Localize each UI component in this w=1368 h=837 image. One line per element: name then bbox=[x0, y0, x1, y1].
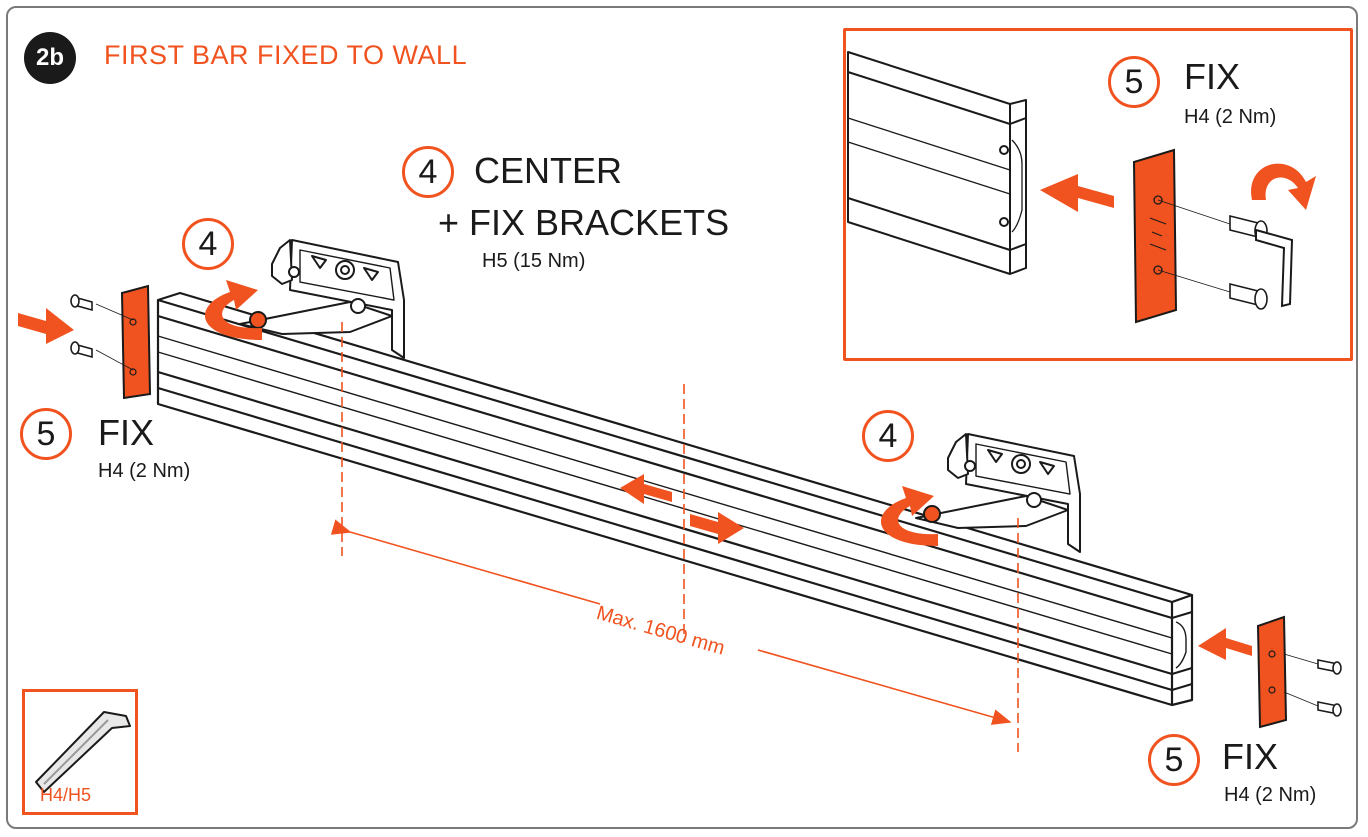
center-left-arrow bbox=[620, 474, 672, 504]
left-fix-label: FIX bbox=[98, 412, 155, 453]
guide-lines bbox=[341, 322, 1019, 752]
center-step-torque: H5 (15 Nm) bbox=[482, 250, 586, 272]
left-fix-number: 5 bbox=[20, 408, 72, 460]
left-bracket-step-number: 4 bbox=[182, 218, 234, 270]
center-step-line1: CENTER bbox=[474, 150, 623, 191]
inset-hex-key bbox=[1255, 228, 1294, 308]
dimension-line bbox=[330, 519, 1012, 725]
right-screws bbox=[1283, 653, 1342, 717]
tool-label: H4/H5 bbox=[40, 785, 92, 805]
left-screws bbox=[70, 294, 134, 371]
right-bracket-step-number: 4 bbox=[862, 410, 914, 462]
rail-bar bbox=[156, 291, 1194, 707]
left-rotation-arrow bbox=[204, 280, 262, 340]
right-bracket bbox=[915, 433, 1081, 553]
inset-fix-torque: H4 (2 Nm) bbox=[1184, 106, 1277, 128]
inset-detail-box bbox=[843, 28, 1353, 361]
center-right-arrow bbox=[690, 512, 744, 544]
right-rotation-arrow bbox=[880, 486, 938, 546]
left-bracket bbox=[239, 239, 405, 359]
inset-rotation-arrow bbox=[1251, 163, 1316, 210]
step-title: FIRST BAR FIXED TO WALL bbox=[104, 40, 468, 70]
tool-box bbox=[22, 689, 138, 815]
right-end-cap bbox=[1256, 615, 1288, 729]
right-fix-torque: H4 (2 Nm) bbox=[1224, 784, 1317, 806]
diagram-frame bbox=[6, 6, 1358, 829]
left-end-cap bbox=[120, 284, 152, 400]
left-push-arrow bbox=[18, 308, 74, 344]
inset-fix-number: 5 bbox=[1108, 56, 1160, 108]
inset-end-cap bbox=[1132, 148, 1178, 324]
center-step-number: 4 bbox=[402, 146, 454, 198]
hex-key-icon bbox=[35, 711, 131, 793]
inset-push-arrow bbox=[1040, 174, 1114, 212]
right-push-arrow bbox=[1198, 628, 1252, 660]
inset-fix-label: FIX bbox=[1184, 56, 1241, 97]
right-fix-number: 5 bbox=[1148, 734, 1200, 786]
right-fix-label: FIX bbox=[1222, 736, 1279, 777]
center-step-line2: + FIX BRACKETS bbox=[438, 202, 730, 243]
left-fix-torque: H4 (2 Nm) bbox=[98, 460, 191, 482]
inset-rail bbox=[847, 51, 1027, 275]
step-badge: 2b bbox=[24, 32, 76, 84]
